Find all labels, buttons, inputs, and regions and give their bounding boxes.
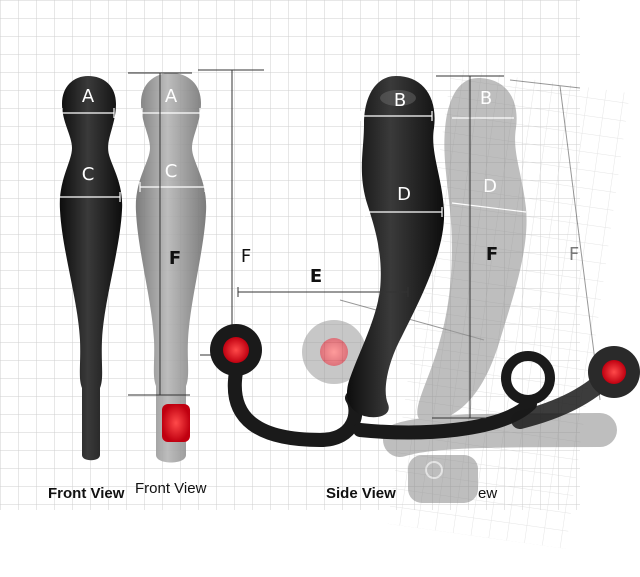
side-view-dark-left-arm [227,365,363,448]
caption-front-view-dark: Front View [48,485,125,502]
caption-front-view-light: Front View [135,480,207,497]
label-f-side-dark: F [486,244,498,265]
label-a-front-light: A [165,86,178,107]
label-a-front-dark: A [82,86,95,107]
dimension-e: E [237,266,409,297]
label-e-side-dark: E [310,266,322,287]
side-view-dark: B D [210,76,640,448]
caption-side-view: Side View [326,485,396,502]
label-d-side-light: D [483,176,497,197]
side-view-dark-right-ring [501,351,555,405]
label-f-center: F [241,246,251,267]
label-c-front-dark: C [82,164,95,185]
front-view-light-red-base [162,404,190,442]
side-view-light-body [417,78,527,420]
side-view-right-red-dot [602,360,626,384]
label-d-side-dark: D [397,184,411,205]
label-b-side-dark: B [394,90,406,111]
side-view-dark-body [346,76,445,418]
front-view-dark-body [59,76,123,461]
label-f-side-light: F [569,244,579,265]
label-b-side-light: B [480,88,492,109]
dimension-f-side: F [432,75,504,419]
label-f-front: F [169,248,181,269]
caption-side-view-light-partial: ew [478,485,497,502]
front-view-light: A C F [128,72,207,463]
label-c-front-light: C [165,161,178,182]
front-view-light-body [135,73,207,463]
front-view-dark: A C [57,76,123,461]
side-view-dark-left-red-dot [223,337,249,363]
